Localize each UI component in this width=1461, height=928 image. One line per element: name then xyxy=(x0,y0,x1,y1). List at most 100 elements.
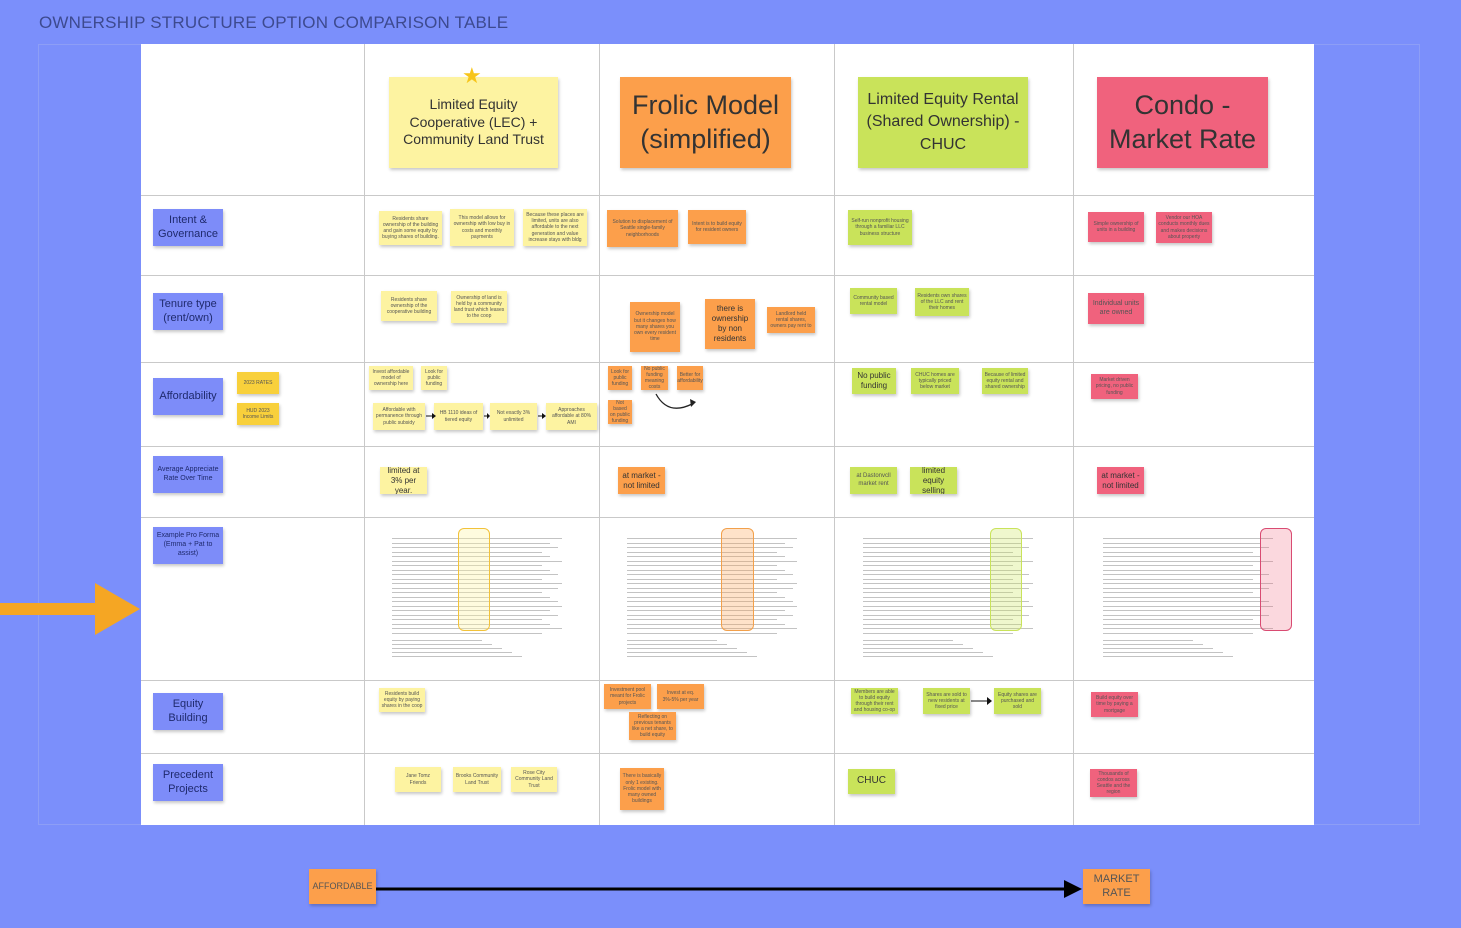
sticky-note[interactable]: Jane Tomz Friends xyxy=(395,767,441,792)
highlight-column xyxy=(721,528,754,631)
sticky-note[interactable]: Equity shares are purchased and sold xyxy=(994,688,1041,714)
spreadsheet-row xyxy=(1103,542,1261,544)
sticky-note[interactable]: Residents share ownership of the buildin… xyxy=(379,211,442,245)
sticky-note[interactable]: Not exactly 3% unlimited xyxy=(490,403,537,430)
sticky-note[interactable]: Build equity over time by paying a mortg… xyxy=(1091,692,1138,717)
row-label-intent[interactable]: Intent & Governance xyxy=(153,209,223,246)
sticky-note[interactable]: at market - not limited xyxy=(1097,467,1144,494)
sticky-note[interactable]: Invest at eq. 3%-5% per year xyxy=(657,684,704,709)
spreadsheet-row xyxy=(627,560,797,562)
sticky-note[interactable]: Look for public funding xyxy=(608,366,632,390)
sticky-note[interactable]: Rose City Community Land Trust xyxy=(511,767,557,792)
rates-badge[interactable]: 2023 RATES xyxy=(237,372,279,394)
sticky-note[interactable]: Self-run nonprofit housing through a fam… xyxy=(848,210,912,245)
scale-market-rate-label[interactable]: MARKET RATE xyxy=(1083,869,1150,904)
spreadsheet-row xyxy=(863,565,1013,566)
proforma-thumbnail-lec[interactable] xyxy=(386,530,576,662)
sticky-note[interactable]: Thousands of condos across Seattle and t… xyxy=(1090,769,1137,797)
sticky-note[interactable]: There is basically only 1 existing. Frol… xyxy=(620,768,664,810)
sticky-note[interactable]: Market driven pricing, no public funding xyxy=(1091,374,1138,399)
sticky-note[interactable]: Individual units are owned xyxy=(1088,293,1144,324)
sticky-note[interactable]: No public funding xyxy=(852,368,896,394)
column-divider xyxy=(599,44,600,825)
sticky-note[interactable]: Residents own shares of the LLC and rent… xyxy=(915,288,969,316)
flow-arrows xyxy=(426,413,546,419)
row-label-equity[interactable]: Equity Building xyxy=(153,693,223,730)
sticky-note[interactable]: Residents build equity by paying shares … xyxy=(379,688,425,712)
sticky-note[interactable]: Vendor our HOA conducts monthly dues and… xyxy=(1156,212,1212,243)
spreadsheet-row xyxy=(1103,623,1261,625)
spreadsheet-row xyxy=(392,583,562,584)
sticky-note[interactable]: Members are able to build equity through… xyxy=(851,688,898,714)
proforma-thumbnail-frolic[interactable] xyxy=(621,530,811,662)
header-chuc[interactable]: Limited Equity Rental (Shared Ownership)… xyxy=(858,77,1028,168)
spreadsheet-row xyxy=(392,578,542,580)
spreadsheet-row xyxy=(1103,632,1253,634)
sticky-note[interactable]: at market - not limited xyxy=(618,467,665,494)
spreadsheet-row xyxy=(627,596,785,598)
income-limits-badge[interactable]: HUD 2023 Income Limits xyxy=(237,403,279,425)
curved-arrow xyxy=(655,393,696,409)
sticky-note[interactable]: limited equity selling xyxy=(910,467,957,494)
scale-affordable-label[interactable]: AFFORDABLE xyxy=(309,869,376,904)
spreadsheet-row xyxy=(392,614,558,616)
sticky-note[interactable]: Investment pool meant for Frolic project… xyxy=(604,684,651,709)
header-condo[interactable]: Condo - Market Rate xyxy=(1097,77,1268,168)
sticky-note[interactable]: there is ownership by non residents xyxy=(705,299,755,349)
header-lec[interactable]: Limited Equity Cooperative (LEC) + Commu… xyxy=(389,77,558,168)
sticky-note[interactable]: No public funding meaning costs xyxy=(641,366,668,390)
sticky-note[interactable]: CHUC homes are typically priced below ma… xyxy=(911,368,959,394)
spreadsheet-row xyxy=(863,623,1021,625)
spreadsheet-row xyxy=(392,547,558,548)
sticky-note[interactable]: Shares are sold to new residents at fixe… xyxy=(923,688,970,714)
spreadsheet-row xyxy=(1103,610,1261,611)
spreadsheet-row xyxy=(627,632,777,634)
sticky-note[interactable]: Invest affordable model of ownership her… xyxy=(369,366,413,390)
sticky-note[interactable]: Community based rental model xyxy=(850,288,897,314)
sticky-note[interactable]: Intent is to build equity for resident o… xyxy=(688,210,746,244)
row-label-affordability[interactable]: Affordability xyxy=(153,378,223,415)
column-divider xyxy=(834,44,835,825)
spreadsheet-row xyxy=(863,632,1013,634)
row-label-precedent[interactable]: Precedent Projects xyxy=(153,764,223,801)
row-label-tenure[interactable]: Tenure type (rent/own) xyxy=(153,293,223,330)
spreadsheet-row xyxy=(627,565,777,566)
spreadsheet-row xyxy=(863,587,1029,589)
spreadsheet-row xyxy=(863,551,1013,553)
sticky-note[interactable]: Look for public funding xyxy=(421,366,447,390)
sticky-note[interactable]: CHUC xyxy=(848,769,895,794)
sticky-note[interactable]: HB 1110 ideas of tiered equity xyxy=(434,403,483,430)
sticky-note[interactable]: Reflecting on previous tenants like a ne… xyxy=(629,712,676,740)
spreadsheet-footnote xyxy=(627,656,757,657)
spreadsheet-row xyxy=(863,538,1033,539)
sticky-note[interactable]: Affordable with permanence through publi… xyxy=(373,403,425,430)
sticky-note[interactable]: Ownership of land is held by a community… xyxy=(451,291,507,323)
sticky-note[interactable]: limited at 3% per year. xyxy=(380,467,427,494)
spreadsheet-footnote xyxy=(627,648,737,649)
spreadsheet-footnote xyxy=(392,652,512,653)
spreadsheet-footnote xyxy=(392,644,492,645)
spreadsheet-row xyxy=(627,538,797,539)
sticky-note[interactable]: Brooks Community Land Trust xyxy=(453,767,501,792)
proforma-thumbnail-chuc[interactable] xyxy=(857,530,1047,662)
row-label-proforma[interactable]: Example Pro Forma (Emma + Pat to assist) xyxy=(153,527,223,564)
sticky-note[interactable]: Not based on public funding xyxy=(608,400,632,424)
spreadsheet-row xyxy=(392,565,542,566)
header-frolic[interactable]: Frolic Model (simplified) xyxy=(620,77,791,168)
sticky-note[interactable]: at Dastonvcll market rent xyxy=(850,467,897,494)
sticky-note[interactable]: Better for affordability xyxy=(677,366,703,390)
spreadsheet-row xyxy=(1103,578,1253,580)
sticky-note[interactable]: Landlord held rental shares, owners pay … xyxy=(767,307,815,333)
sticky-note[interactable]: Because these places are limited, units … xyxy=(523,209,587,246)
spreadsheet-row xyxy=(627,542,785,544)
sticky-note[interactable]: Ownership model but it changes how many … xyxy=(630,302,680,352)
row-label-appreciation[interactable]: Average Appreciate Rate Over Time xyxy=(153,456,223,493)
sticky-note[interactable]: Solution to displacement of Seattle sing… xyxy=(607,210,678,247)
sticky-note[interactable]: Simple ownership of units in a building xyxy=(1088,212,1144,242)
sticky-note[interactable]: This model allows for ownership with low… xyxy=(450,209,514,246)
scale-arrow xyxy=(376,880,1082,898)
spreadsheet-footnote xyxy=(392,648,502,649)
sticky-note[interactable]: Approaches affordable at 80% AMI xyxy=(546,403,597,430)
sticky-note[interactable]: Because of limited equity rental and sha… xyxy=(982,368,1028,394)
sticky-note[interactable]: Residents share ownership of the coopera… xyxy=(381,291,437,321)
